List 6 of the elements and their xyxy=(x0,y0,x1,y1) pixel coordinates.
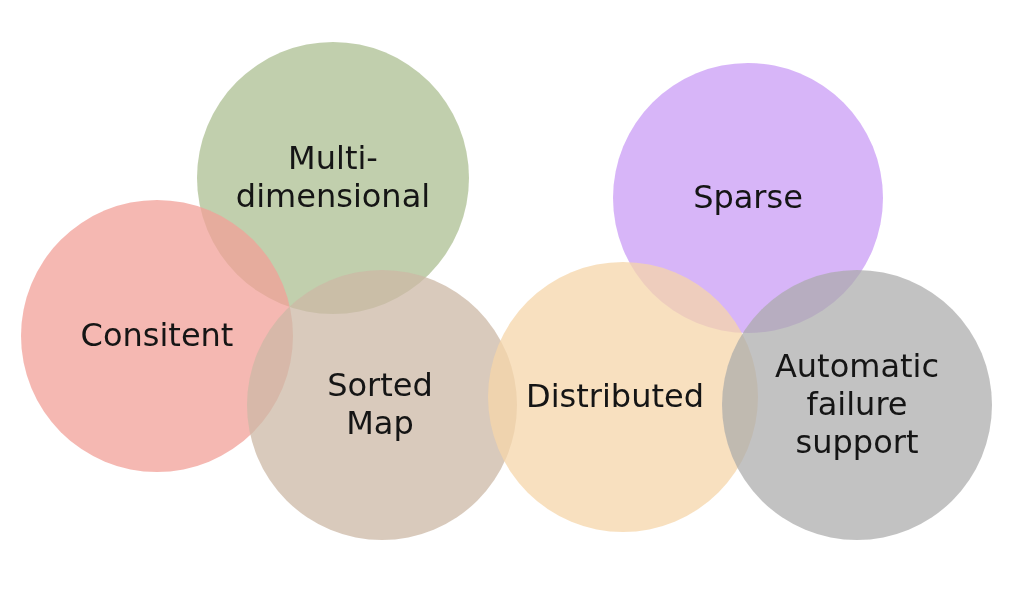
circle-label: Sparse xyxy=(692,179,804,217)
circle-label: Distributed xyxy=(525,378,705,416)
circle-label: Sorted Map xyxy=(326,367,434,443)
circle-label: Consitent xyxy=(79,317,235,355)
circle-label: Automatic failure support xyxy=(773,348,941,462)
circle-label: Multi-dimensional xyxy=(234,140,432,216)
